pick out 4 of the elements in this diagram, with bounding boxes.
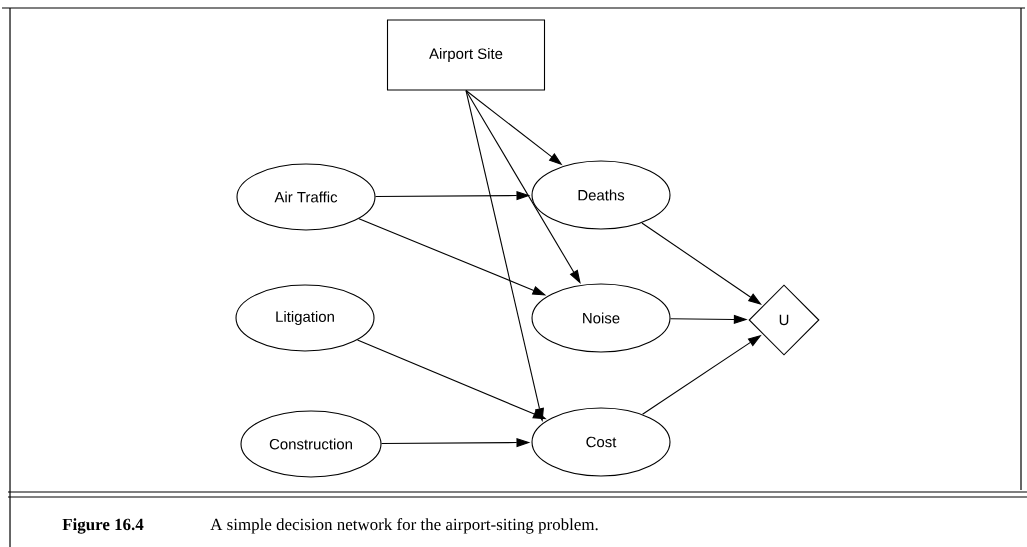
arrow: [641, 222, 762, 305]
figure-number: Figure 16.4: [62, 518, 144, 534]
caption: A simple decision network for the airport-siting problem.: [210, 518, 598, 534]
decision-box: Airport Site: [386, 19, 546, 91]
